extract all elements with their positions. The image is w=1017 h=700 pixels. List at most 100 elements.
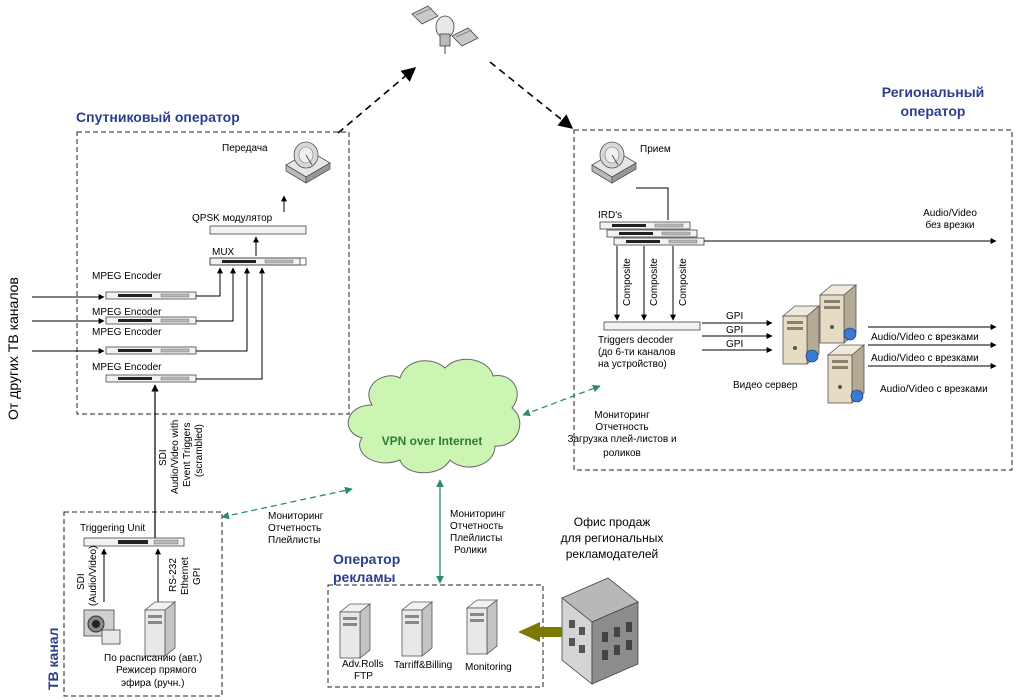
decoder-label-3: на устройство) — [598, 359, 667, 370]
dish-to-ird — [636, 187, 669, 220]
ad-operator-title-1: Оператор — [333, 551, 400, 567]
globe-icon-3 — [850, 389, 864, 403]
mux-label: MUX — [212, 247, 235, 258]
enc1-to-mux — [196, 267, 223, 297]
mpeg-encoder-1 — [105, 291, 197, 300]
billing-label: Tarriff&Billing — [394, 660, 452, 671]
adv-rolls-label-2: FTP — [354, 671, 373, 682]
av-no-insert-1: Audio/Video — [923, 208, 977, 219]
tv-channel-frame — [63, 511, 223, 697]
vpn-label: VPN over Internet — [382, 434, 483, 448]
reg-mon-3: Загрузка плей-листов и — [567, 434, 676, 445]
sdi-label-1: SDI — [76, 573, 87, 590]
uplink-label-1: SDI — [158, 449, 169, 466]
vpn-cloud — [347, 358, 521, 474]
tv-vpn-link — [221, 486, 353, 520]
other-channels-label: От других ТВ каналов — [5, 277, 21, 420]
triggers-decoder-device — [603, 321, 701, 331]
schedule-label-2: Режисер прямого — [116, 665, 197, 676]
rx-dish-icon — [591, 141, 637, 184]
ad-mon-1: Мониторинг — [450, 509, 506, 520]
triggering-unit-device — [83, 537, 185, 547]
ird-2 — [606, 229, 698, 238]
decoder-label-2: (до 6-ти каналов — [598, 347, 675, 358]
enc3-to-mux — [196, 267, 250, 352]
ad-mon-3: Плейлисты — [450, 533, 502, 544]
qpsk-modulator — [209, 225, 307, 235]
tv-mon-1: Мониторинг — [268, 511, 324, 522]
tv-mon-3: Плейлисты — [268, 535, 320, 546]
uplink-arrow — [337, 67, 417, 134]
schedule-label-3: эфира (ручн.) — [121, 677, 184, 689]
mpeg-encoder-4 — [105, 374, 197, 383]
office-to-ad-arrow — [518, 622, 562, 642]
ad-mon-2: Отчетность — [450, 521, 503, 532]
ird-label: IRD's — [598, 210, 622, 221]
office-label-2: для региональных — [561, 531, 664, 545]
gpi-label-3: GPI — [726, 339, 743, 350]
ad-mon-4: Ролики — [454, 545, 487, 556]
encoder-label-2: MPEG Encoder — [92, 307, 162, 318]
gpi-label-1: GPI — [726, 311, 743, 322]
rs-label-2: Ethernet — [180, 557, 191, 595]
globe-icon-1 — [843, 327, 857, 341]
satellite-operator-frame — [76, 131, 350, 415]
globe-icon-2 — [805, 349, 819, 363]
reg-mon-4: роликов — [603, 448, 641, 459]
schedule-label-1: По расписанию (авт.) — [104, 653, 202, 664]
modulator-label: QPSK модулятор — [192, 213, 273, 224]
encoder-label-4: MPEG Encoder — [92, 362, 162, 373]
encoder-label-1: MPEG Encoder — [92, 271, 162, 282]
gpi-label-2: GPI — [726, 325, 743, 336]
downlink-arrow — [489, 61, 574, 129]
monitoring-label: Monitoring — [465, 662, 512, 673]
tx-label: Передача — [222, 143, 268, 154]
tv-channel-title: ТВ канал — [45, 628, 61, 690]
composite-label-2: Composite — [649, 258, 660, 306]
av-insert-label-1: Audio/Video с врезками — [871, 332, 979, 343]
enc4-to-mux — [196, 267, 265, 380]
enc2-to-mux — [196, 267, 236, 322]
sdi-label-2: (Audio/Video) — [88, 546, 99, 606]
regional-operator-frame — [573, 129, 1013, 471]
mux-device — [209, 257, 307, 266]
decoder-label-1: Triggers decoder — [598, 335, 674, 346]
tv-mon-2: Отчетность — [268, 523, 321, 534]
reg-mon-1: Мониторинг — [594, 410, 650, 421]
reg-mon-2: Отчетность — [595, 422, 648, 433]
av-insert-label-3: Audio/Video с врезками — [880, 384, 988, 395]
regional-operator-title-1: Региональный — [882, 84, 985, 100]
av-no-insert-2: без врезки — [925, 219, 974, 231]
uplink-label-2: Audio/Video with — [170, 420, 181, 494]
monitoring-server-icon — [466, 599, 498, 655]
satellite-icon — [411, 5, 479, 54]
rs-label-3: GPI — [192, 568, 203, 585]
adv-rolls-server-icon — [339, 603, 371, 659]
scheduler-pc-icon — [144, 601, 176, 657]
office-label-1: Офис продаж — [574, 515, 651, 529]
composite-label-3: Composite — [678, 258, 689, 306]
uplink-label-4: (scrambled) — [194, 424, 205, 477]
billing-server-icon — [401, 601, 433, 657]
regional-vpn-link — [522, 384, 601, 417]
tx-dish-icon — [285, 141, 331, 184]
composite-label-1: Composite — [622, 258, 633, 306]
mpeg-encoder-2 — [105, 316, 197, 325]
satellite-operator-title: Спутниковый оператор — [76, 109, 240, 125]
av-insert-label-2: Audio/Video с врезками — [871, 353, 979, 364]
mpeg-encoder-3 — [105, 346, 197, 355]
regional-operator-title-2: оператор — [901, 103, 966, 119]
rx-label: Прием — [640, 144, 671, 155]
ird-1 — [599, 221, 691, 230]
rs-label-1: RS-232 — [168, 558, 179, 592]
office-building-icon — [561, 577, 639, 685]
office-label-3: рекламодателей — [566, 547, 659, 561]
camera-icon — [83, 609, 121, 645]
uplink-label-3: Event Triggers — [182, 423, 193, 487]
encoder-label-3: MPEG Encoder — [92, 327, 162, 338]
video-server-label: Видео сервер — [733, 380, 798, 391]
ad-operator-title-2: рекламы — [333, 569, 396, 585]
triggering-unit-label: Triggering Unit — [80, 523, 145, 534]
ird-3 — [613, 237, 705, 246]
